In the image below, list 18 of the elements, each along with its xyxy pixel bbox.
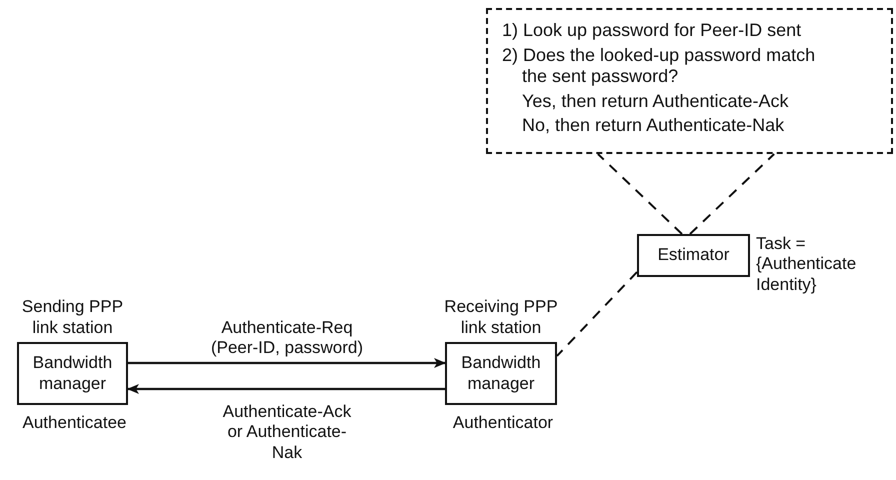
box-text: Bandwidth manager xyxy=(460,353,542,394)
dashed-connector xyxy=(597,153,683,235)
node-caption: Authenticator xyxy=(452,413,554,434)
callout-text: No, then return Authenticate-Nak xyxy=(521,115,786,137)
callout-text: 2) Does the looked-up password match the sent password? xyxy=(502,44,816,88)
arrow xyxy=(127,384,445,394)
dashed-connector xyxy=(689,153,775,235)
node-caption: Authenticatee xyxy=(22,413,128,434)
node-caption: Task = {Authenticate Identity} xyxy=(756,234,858,296)
arrow xyxy=(128,358,446,368)
dashed-connector xyxy=(556,271,638,357)
callout-text: 1) Look up password for Peer-ID sent xyxy=(502,20,802,42)
box-text: Estimator xyxy=(656,245,730,266)
node-heading: Sending PPP link station xyxy=(20,297,124,338)
node-heading: Receiving PPP link station xyxy=(443,297,559,338)
callout-text: Yes, then return Authenticate-Ack xyxy=(521,90,790,112)
box-text: Bandwidth manager xyxy=(32,353,114,394)
callout-box xyxy=(486,8,893,154)
